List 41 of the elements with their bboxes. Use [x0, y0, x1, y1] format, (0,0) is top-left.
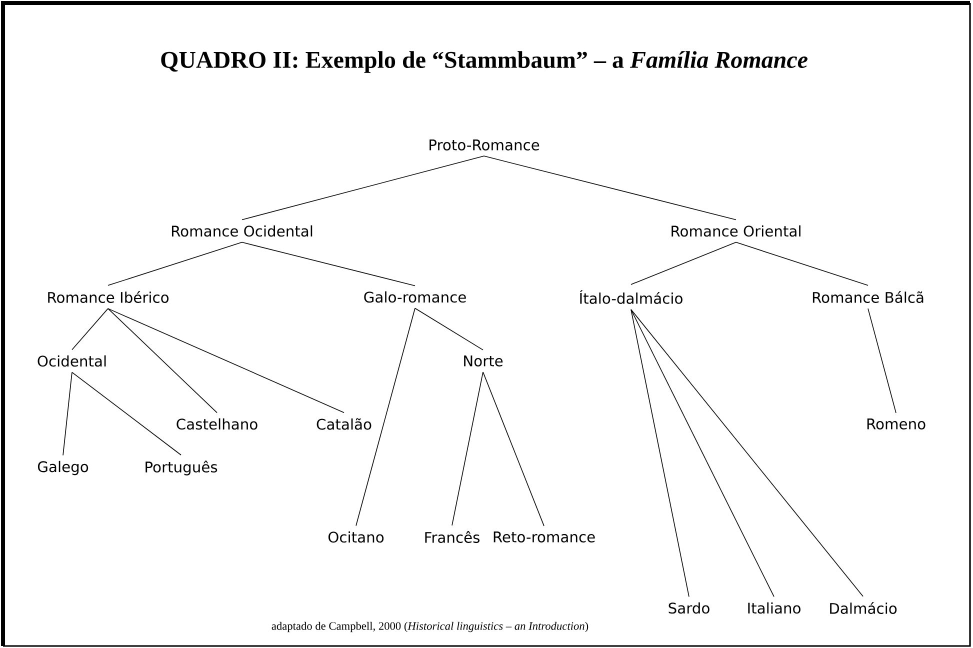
tree-line [72, 372, 182, 456]
tree-label: Dalmácio [830, 602, 897, 614]
tree-label: Romance Ocidental [172, 225, 312, 237]
tree-line [108, 242, 242, 286]
tree-line [736, 242, 868, 286]
tree-line [72, 308, 108, 350]
tree-label: Proto-Romance [430, 140, 540, 150]
tree-label: Castelhano [176, 418, 258, 430]
caption: adaptado de Campbell, 2000 (Historical linguistics – an Introduction) [272, 622, 588, 632]
tree-line [868, 308, 896, 414]
tree-label: Sardo [668, 602, 710, 614]
tree-line [484, 156, 736, 220]
tree-line [108, 308, 218, 414]
tree-label: Norte [464, 356, 503, 366]
tree-line [62, 372, 72, 456]
tree-line [452, 372, 484, 526]
tree-label: Italiano [748, 602, 800, 614]
tree-line [630, 309, 774, 598]
tree-line [108, 308, 344, 413]
tree-label: Romance Oriental [672, 225, 800, 237]
tree-label: Romance Bálcã [812, 291, 924, 303]
tree-label: Ocidental [38, 355, 106, 367]
tree-line [482, 372, 544, 526]
tree-label: Catalão [316, 418, 372, 430]
tree-line [242, 156, 484, 220]
tree-line [356, 308, 416, 526]
title: QUADRO II: Exemplo de “Stammbaum” – a Família Romance [161, 51, 808, 73]
tree-line [242, 242, 416, 286]
tree-line [630, 242, 736, 285]
tree-line [630, 309, 690, 598]
tree-label: Galego [38, 460, 88, 476]
tree-label: Romeno [867, 418, 926, 430]
tree-label: Romance Ibérico [48, 291, 169, 303]
tree-label: Português [146, 460, 218, 476]
tree-label: Francês [425, 531, 480, 543]
tree-label: Ocitano [328, 531, 384, 543]
tree-label: Reto-romance [494, 532, 595, 542]
tree-label: Ítalo-dalmácio [580, 290, 682, 304]
tree-label: Galo-romance [364, 291, 466, 303]
tree-line [630, 309, 864, 597]
tree-line [414, 308, 484, 350]
